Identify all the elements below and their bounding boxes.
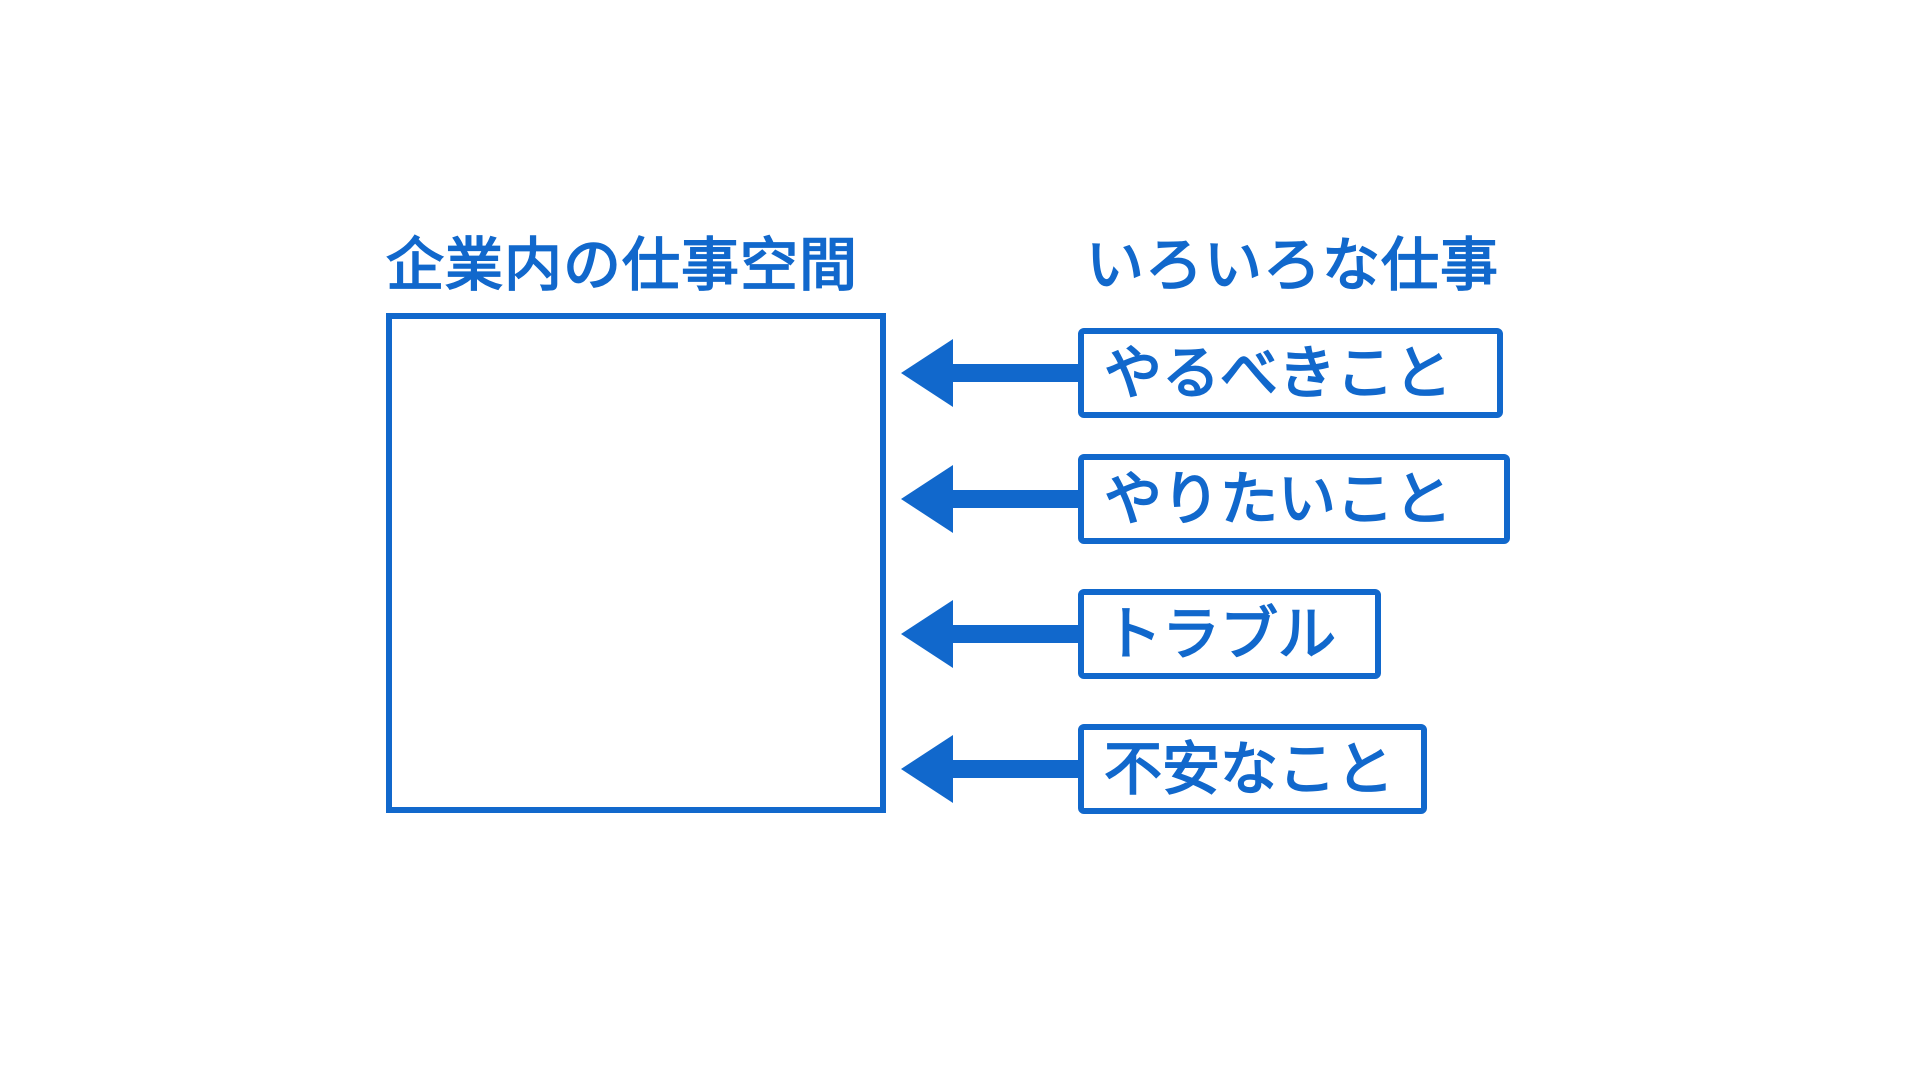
work-item-label: やるべきこと [1078, 328, 1503, 418]
left-arrow-icon [901, 600, 1085, 668]
left-arrow-icon [901, 465, 1085, 533]
work-item-label: 不安なこと [1078, 724, 1427, 814]
left-arrow-icon [901, 339, 1085, 407]
workspace-title: 企業内の仕事空間 [386, 231, 859, 299]
work-types-title: いろいろな仕事 [1086, 231, 1500, 299]
left-arrow-icon [901, 735, 1085, 803]
work-item-label: トラブル [1078, 589, 1381, 679]
workspace-box [386, 313, 886, 813]
work-item-label: やりたいこと [1078, 454, 1510, 544]
